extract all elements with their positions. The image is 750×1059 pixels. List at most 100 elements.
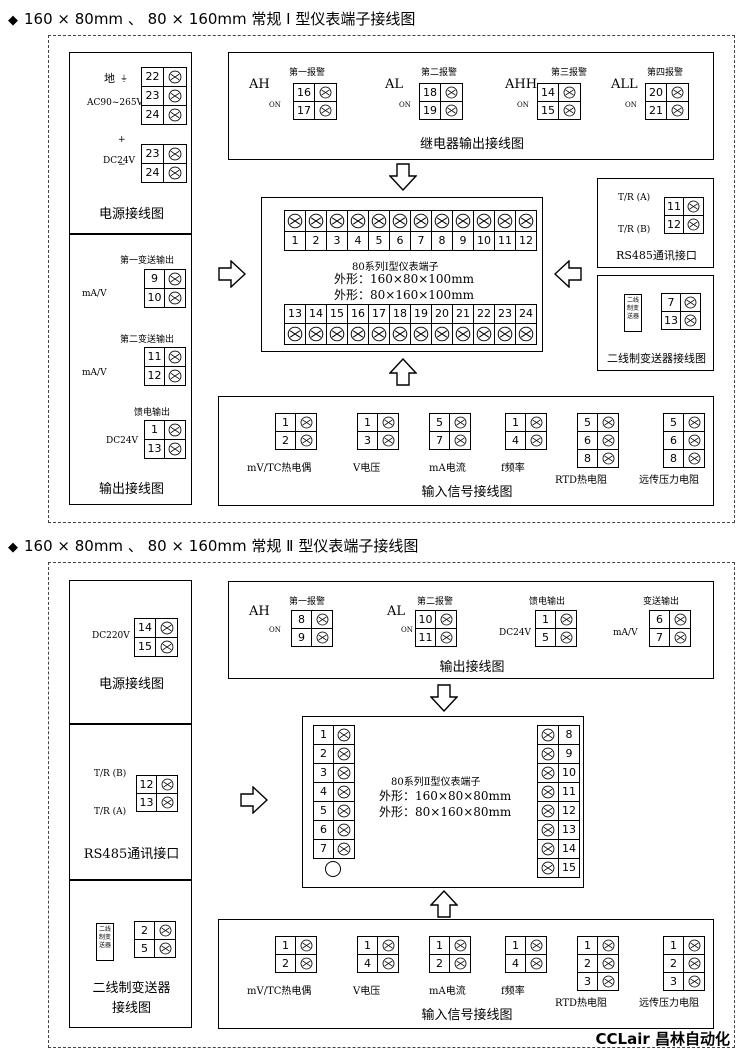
screw-icon [450, 955, 470, 972]
terminal-number: 5 [135, 940, 155, 957]
terminal-number: 1 [314, 726, 334, 744]
terminal-number: 4 [358, 955, 378, 972]
screw-icon [453, 324, 473, 344]
ground-icon: ⏚ [120, 74, 128, 83]
terminal-number: 4 [354, 234, 362, 247]
screw-icon [334, 840, 354, 858]
screw-icon [526, 955, 546, 972]
screw-icon [157, 776, 177, 793]
screw-icon [306, 211, 326, 232]
screw-icon [670, 611, 690, 628]
screw-icon [334, 783, 354, 801]
arrow-left-icon [554, 260, 582, 288]
terminal-number: 15 [327, 305, 347, 324]
terminal-number: 7 [650, 629, 670, 646]
terminal-number: 20 [432, 305, 452, 324]
terminal-number: 6 [664, 432, 684, 449]
screw-icon [495, 324, 515, 344]
screw-icon [474, 324, 494, 344]
terminal-number: 2 [276, 955, 296, 972]
terminal-number: 21 [453, 305, 473, 324]
terminal-number: 6 [396, 234, 404, 247]
terminal-number: 23 [142, 145, 164, 163]
terminal-number: 3 [314, 764, 334, 782]
terminal-number: 23 [495, 305, 515, 324]
terminal-number: 2 [312, 234, 320, 247]
screw-icon [441, 84, 462, 101]
screw-icon [378, 955, 398, 972]
screw-icon [432, 324, 452, 344]
screw-icon [538, 802, 559, 820]
screw-icon [538, 821, 559, 839]
terminal-number: 12 [665, 216, 684, 233]
terminal-number: 2 [430, 955, 450, 972]
screw-icon [684, 216, 703, 233]
relay-title: 继电器输出接线图 [419, 137, 524, 152]
terminal-number: 3 [358, 432, 378, 449]
power-title: 电源接线图 [98, 207, 164, 222]
terminal-number: 18 [390, 305, 410, 324]
terminal-number: 16 [348, 305, 368, 324]
terminal-number: 10 [562, 766, 576, 779]
terminal-number: 4 [506, 432, 526, 449]
screw-icon [559, 102, 580, 119]
screw-icon [378, 414, 398, 431]
screw-icon [348, 211, 368, 232]
screw-icon [334, 821, 354, 839]
screw-icon [667, 102, 688, 119]
terminal-number: 6 [650, 611, 670, 628]
screw-icon [296, 432, 316, 449]
screw-icon [495, 211, 515, 232]
screw-icon [285, 211, 305, 232]
screw-icon [312, 611, 332, 628]
arrow-right-icon [240, 786, 268, 814]
screw-icon [155, 922, 175, 939]
screw-icon [296, 414, 316, 431]
terminal-number: 10 [145, 289, 165, 307]
terminal-number: 15 [135, 638, 156, 656]
screw-icon [538, 726, 559, 744]
terminal-number: 22 [474, 305, 494, 324]
screw-icon [538, 840, 559, 858]
terminal-number: 2 [578, 955, 598, 972]
section2-frame [48, 562, 735, 1048]
terminal-number: 11 [145, 348, 165, 366]
screw-icon [474, 211, 494, 232]
screw-icon [538, 783, 559, 801]
screw-icon [559, 84, 580, 101]
terminal-number: 1 [578, 937, 598, 954]
terminal-number: 1 [145, 421, 165, 439]
screw-icon [334, 745, 354, 763]
screw-icon [556, 611, 576, 628]
terminal-number: 22 [142, 68, 164, 86]
hole-icon [325, 861, 341, 877]
screw-icon [411, 211, 431, 232]
screw-icon [450, 414, 470, 431]
screw-icon [155, 940, 175, 957]
screw-icon [556, 629, 576, 646]
terminal-number: 5 [375, 234, 383, 247]
screw-icon [526, 432, 546, 449]
terminal-number: 9 [145, 270, 165, 288]
arrow-down-icon [430, 684, 458, 712]
terminal-number: 17 [369, 305, 389, 324]
screw-icon [670, 629, 690, 646]
screw-icon [157, 794, 177, 811]
terminal-number: 8 [578, 450, 598, 467]
